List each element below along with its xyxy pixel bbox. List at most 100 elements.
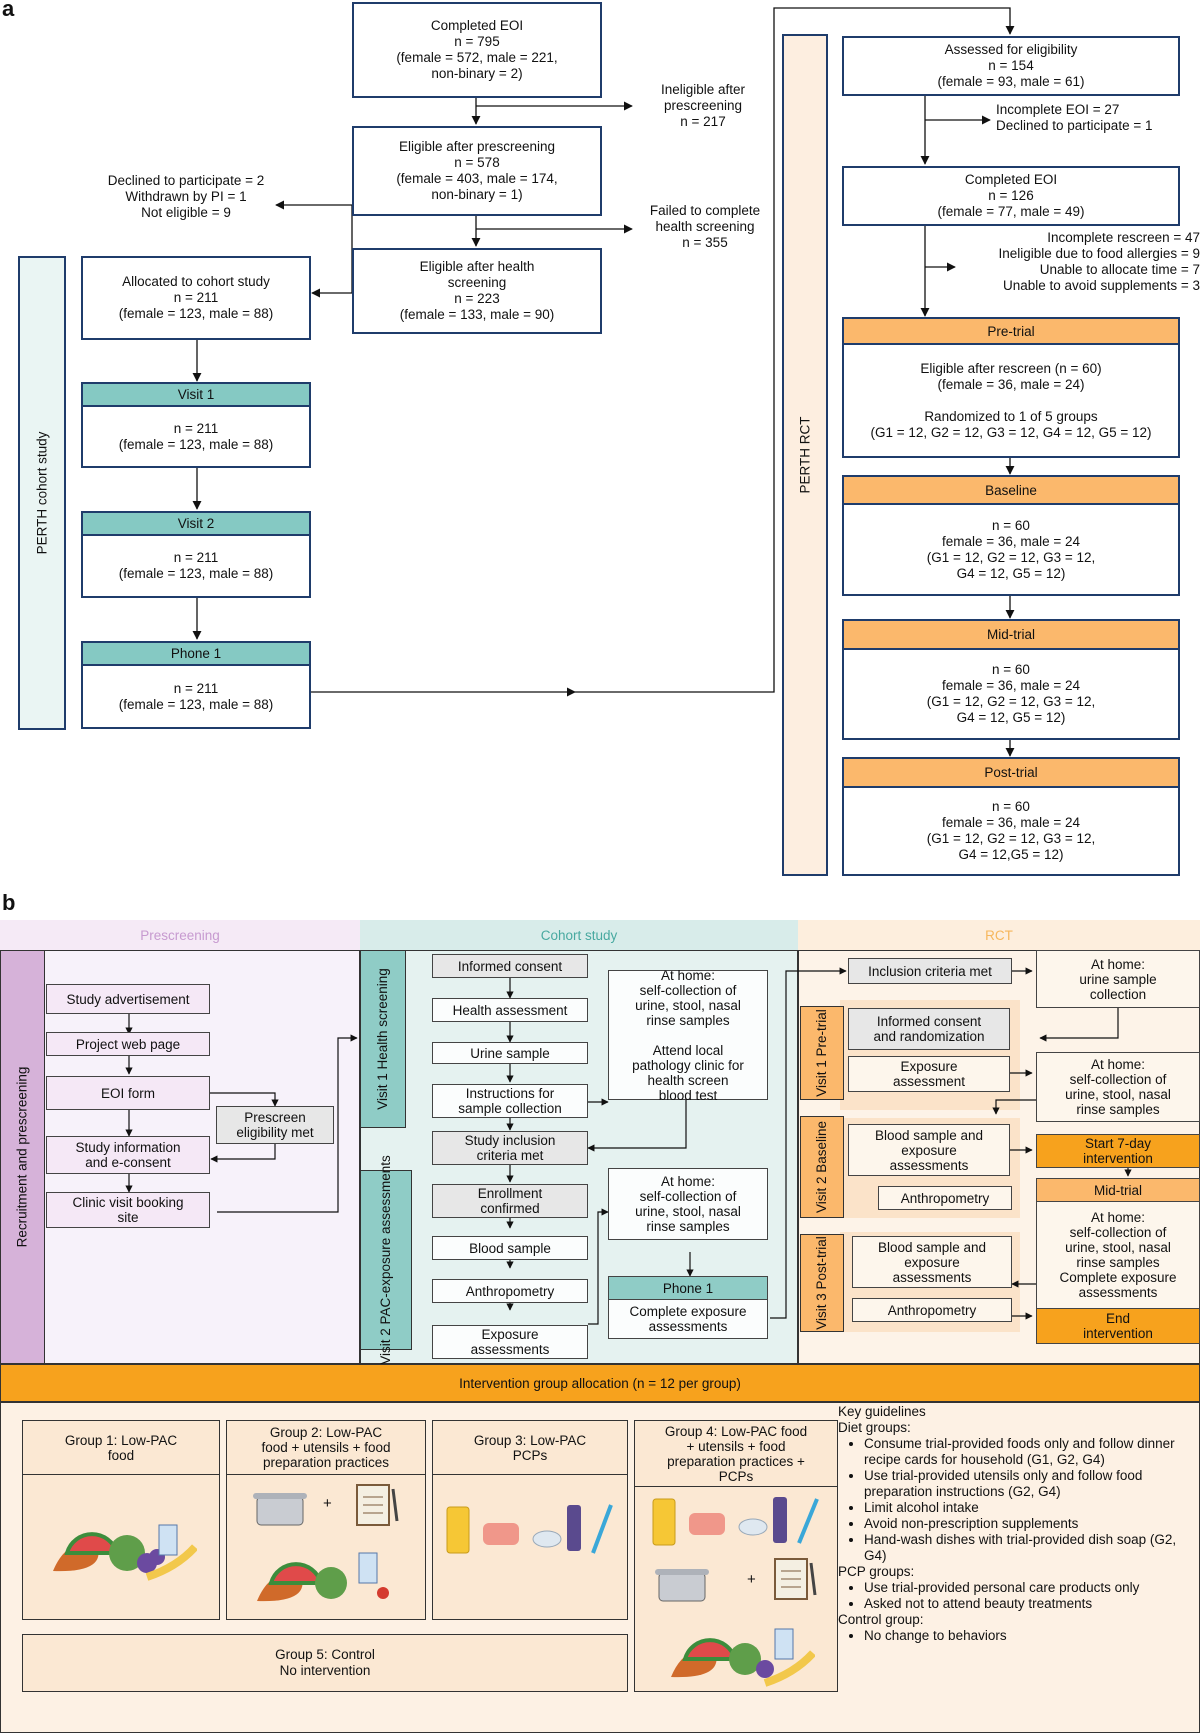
pcp-groups-heading: PCP groups: (838, 1564, 915, 1579)
personal-care-products-icon (446, 1504, 613, 1554)
group4-title: Group 4: Low-PAC food + utensils + food … (635, 1421, 837, 1487)
visit2-pac-label: Visit 2 PAC-exposure assessments (360, 1155, 412, 1365)
complete-exposure-box: Complete exposure assessments (608, 1299, 768, 1339)
pretrial-body: Eligible after rescreen (n = 60) (female… (842, 343, 1180, 458)
plus-sign: + (323, 1495, 332, 1512)
home-self-collection-box: At home: self-collection of urine, stool… (608, 968, 768, 1103)
group1-title: Group 1: Low-PAC food (23, 1421, 219, 1475)
instructions-box: Instructions for sample collection (432, 1084, 588, 1118)
end-intervention-box: End intervention (1036, 1308, 1200, 1344)
clipboard-icon (356, 1484, 399, 1526)
rct-visit3-label: Visit 3 Post-trial (800, 1234, 844, 1332)
visit2-header: Visit 2 (81, 511, 311, 536)
clinic-booking-box: Clinic visit booking site (46, 1192, 210, 1228)
cohort-study-label: PERTH cohort study (18, 256, 66, 730)
cooking-pot-icon (253, 1493, 307, 1526)
eligible-health-box: Eligible after health screening n = 223 … (352, 248, 602, 334)
enrollment-confirmed-box: Enrollment confirmed (432, 1184, 588, 1218)
blood-sample-box: Blood sample (432, 1236, 588, 1260)
rct-anthropometry1-box: Anthropometry (878, 1186, 1012, 1210)
panel-a-connectors (192, 7, 1015, 757)
completed-eoi2-box: Completed EOI n = 126 (female = 77, male… (842, 166, 1180, 226)
baseline-body: n = 60 female = 36, male = 24 (G1 = 12, … (842, 503, 1180, 596)
baseline-header: Baseline (842, 475, 1180, 505)
informed-consent-box: Informed consent (432, 954, 588, 978)
rct-midtrial-header: Mid-trial (1036, 1178, 1200, 1202)
start-intervention-box: Start 7-day intervention (1036, 1134, 1200, 1168)
control-guideline-item: No change to behaviors (864, 1628, 1200, 1644)
urine-sample-box: Urine sample (432, 1042, 588, 1064)
study-inclusion-box: Study inclusion criteria met (432, 1131, 588, 1165)
rct-anthropometry2-box: Anthropometry (852, 1298, 1012, 1322)
guidelines-title: Key guidelines (838, 1404, 926, 1419)
exposure-assessments-box: Exposure assessments (432, 1325, 588, 1359)
midtrial-body: n = 60 female = 36, male = 24 (G1 = 12, … (842, 648, 1180, 740)
posttrial-body: n = 60 female = 36, male = 24 (G1 = 12, … (842, 786, 1180, 876)
phone1-box: Phone 1 (608, 1276, 768, 1300)
cohort-column-header: Cohort study (360, 920, 798, 950)
group5-title: Group 5: Control No intervention (275, 1647, 375, 1678)
rct-blood-exposure-box: Blood sample and exposure assessments (848, 1124, 1010, 1176)
pcp-guideline-item: Use trial-provided personal care product… (864, 1580, 1200, 1596)
health-assessment-box: Health assessment (432, 998, 588, 1022)
diet-guideline-item: Avoid non-prescription supplements (864, 1516, 1200, 1532)
group4-box: Group 4: Low-PAC food + utensils + food … (634, 1420, 838, 1692)
declined-left-note: Declined to participate = 2 Withdrawn by… (107, 173, 265, 220)
ineligible-prescreen-note: Ineligible after prescreening n = 217 (660, 82, 746, 129)
rct-visit2-label: Visit 2 Baseline (800, 1116, 844, 1218)
posttrial-header: Post-trial (842, 757, 1180, 788)
food-illustration (257, 1552, 389, 1602)
project-web-page-box: Project web page (46, 1032, 210, 1056)
study-advertisement-box: Study advertisement (46, 984, 210, 1014)
completed-eoi-box: Completed EOI n = 795 (female = 572, mal… (352, 2, 602, 98)
visit1-header: Visit 1 (81, 382, 311, 407)
allocation-bar: Intervention group allocation (n = 12 pe… (0, 1364, 1200, 1402)
panel-a-label: a (2, 0, 15, 21)
diet-guideline-item: Use trial-provided utensils only and fol… (864, 1468, 1200, 1500)
rct-visit1-label: Visit 1 Pre-trial (800, 1006, 844, 1100)
prescreen-eligibility-box: Prescreen eligibility met (216, 1106, 334, 1144)
home-self-collection2-box: At home: self-collection of urine, stool… (608, 1168, 768, 1240)
group2-title: Group 2: Low-PAC food + utensils + food … (227, 1421, 425, 1475)
group1-box: Group 1: Low-PAC food (22, 1420, 220, 1620)
rescreen-exclusion-note: Incomplete rescreen = 47 Ineligible due … (998, 230, 1200, 293)
group3-title: Group 3: Low-PAC PCPs (433, 1421, 627, 1475)
rct-home-self-box: At home: self-collection of urine, stool… (1036, 1052, 1200, 1122)
group2-box: Group 2: Low-PAC food + utensils + food … (226, 1420, 426, 1620)
cooking-pot-icon (655, 1569, 709, 1602)
pcp-guideline-item: Asked not to attend beauty treatments (864, 1596, 1200, 1612)
rct-blood-exposure2-box: Blood sample and exposure assessments (852, 1236, 1012, 1288)
control-group-heading: Control group: (838, 1612, 924, 1627)
personal-care-products-icon (652, 1497, 819, 1546)
consent-randomization-box: Informed consent and randomization (848, 1008, 1010, 1050)
rct-exposure-box: Exposure assessment (848, 1056, 1010, 1092)
assessed-eligibility-box: Assessed for eligibility n = 154 (female… (842, 36, 1180, 96)
allocated-cohort-box: Allocated to cohort study n = 211 (femal… (81, 256, 311, 340)
phone1-header: Phone 1 (81, 641, 311, 666)
diet-guideline-item: Hand-wash dishes with trial-provided dis… (864, 1532, 1200, 1564)
rct-label: PERTH RCT (782, 34, 828, 876)
rct-column-header: RCT (798, 920, 1200, 950)
incomplete-eoi-note: Incomplete EOI = 27 Declined to particip… (996, 102, 1153, 133)
study-info-consent-box: Study information and e-consent (46, 1136, 210, 1174)
food-illustration (53, 1524, 197, 1581)
midtrial-header: Mid-trial (842, 619, 1180, 650)
group5-box: Group 5: Control No intervention (22, 1634, 628, 1692)
phone1-body: n = 211 (female = 123, male = 88) (81, 664, 311, 729)
control-guidelines-list: No change to behaviors (838, 1628, 1200, 1644)
diet-guideline-item: Consume trial-provided foods only and fo… (864, 1436, 1200, 1468)
diet-guidelines-list: Consume trial-provided foods only and fo… (838, 1436, 1200, 1564)
diet-groups-heading: Diet groups: (838, 1420, 911, 1435)
anthropometry-box: Anthropometry (432, 1279, 588, 1303)
rct-midtrial-home-box: At home: self-collection of urine, stool… (1036, 1201, 1200, 1309)
pretrial-header: Pre-trial (842, 317, 1180, 345)
plus-sign: + (747, 1571, 756, 1588)
eligible-prescreen-box: Eligible after prescreening n = 578 (fem… (352, 126, 602, 216)
visit2-body: n = 211 (female = 123, male = 88) (81, 534, 311, 598)
group3-box: Group 3: Low-PAC PCPs (432, 1420, 628, 1620)
home-urine-box: At home: urine sample collection (1036, 950, 1200, 1008)
visit1-health-label: Visit 1 Health screening (360, 950, 406, 1128)
visit1-body: n = 211 (female = 123, male = 88) (81, 405, 311, 468)
prescreening-column-header: Prescreening (0, 920, 360, 950)
eoi-form-box: EOI form (46, 1076, 210, 1110)
